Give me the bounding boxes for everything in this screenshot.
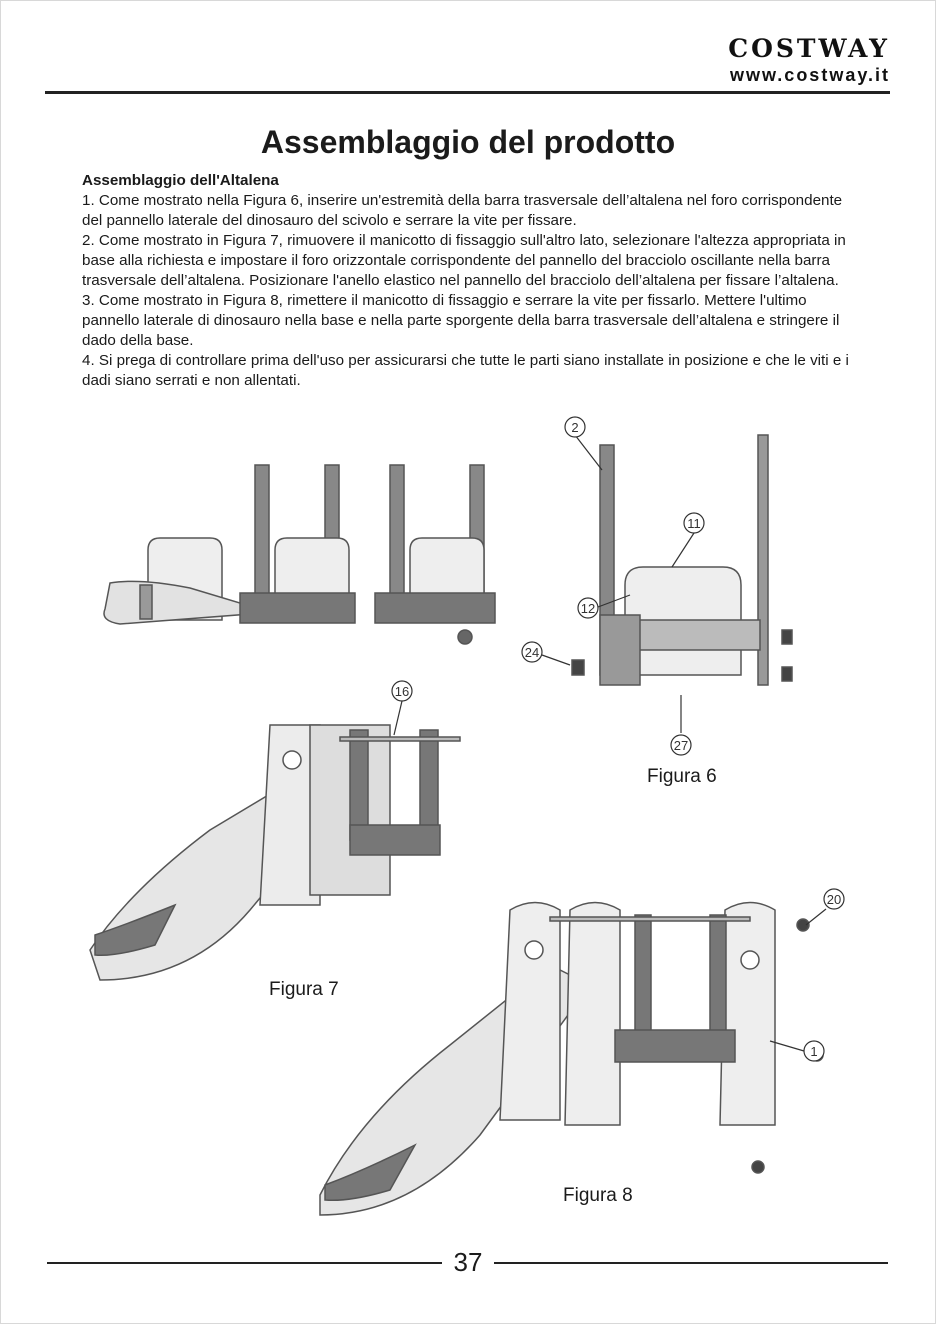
footer-divider-right: [494, 1262, 888, 1264]
step-3: 3. Come mostrato in Figura 8, rimettere …: [82, 292, 840, 349]
step-1: 1. Come mostrato nella Figura 6, inserir…: [82, 192, 843, 229]
callout-11-label: 11: [687, 516, 701, 531]
brand-url[interactable]: www.costway.it: [729, 65, 890, 85]
figure-8-drawing: [319, 901, 824, 1216]
callout-24: [521, 641, 543, 663]
callout-11: [683, 512, 705, 534]
callout-1-label: 1: [810, 1044, 817, 1059]
page-title: Assemblaggio del prodotto: [260, 124, 676, 160]
figure-7-label: Figura 7: [269, 979, 339, 1000]
assembly-illustrations: 2 11 12 24 27 16 20 1 Figura 6 Figura 7: [70, 405, 870, 1225]
callout-20: [823, 888, 845, 910]
figure-8-label: Figura 8: [563, 1185, 633, 1206]
callout-2: [564, 416, 586, 438]
brand-logo: COSTWAY www.costway.it: [728, 36, 890, 86]
instructions: Assemblaggio dell'Altalena 1. Come mostr…: [82, 171, 852, 391]
page-number: 37: [453, 1247, 483, 1277]
callout-2-label: 2: [571, 420, 578, 435]
footer-divider-left: [47, 1262, 442, 1264]
step-2: 2. Come mostrato in Figura 7, rimuovere …: [82, 232, 846, 289]
assembly-drawing: 2 11 12 24 27 16 20 1: [89, 416, 845, 1216]
seat-step-2: [239, 464, 356, 624]
seat-step-1: [103, 537, 251, 625]
callout-12: [577, 597, 599, 619]
figure-7-drawing: [89, 724, 461, 981]
figure-6-drawing: [571, 434, 793, 686]
callout-24-label: 24: [525, 645, 539, 660]
step-4: 4. Si prega di controllare prima dell'us…: [82, 352, 849, 389]
brand-name: COSTWAY: [728, 34, 890, 63]
callout-12-label: 12: [581, 601, 595, 616]
figure-6-label: Figura 6: [647, 766, 717, 787]
seat-step-3: [374, 464, 496, 645]
callout-1: [803, 1040, 825, 1062]
callout-16: [391, 680, 413, 702]
callout-16-label: 16: [395, 684, 409, 699]
callout-20-label: 20: [827, 892, 841, 907]
header-divider: [45, 91, 890, 94]
callout-27: [670, 734, 692, 756]
section-heading: Assemblaggio dell'Altalena: [82, 172, 279, 189]
callout-27-label: 27: [674, 738, 688, 753]
